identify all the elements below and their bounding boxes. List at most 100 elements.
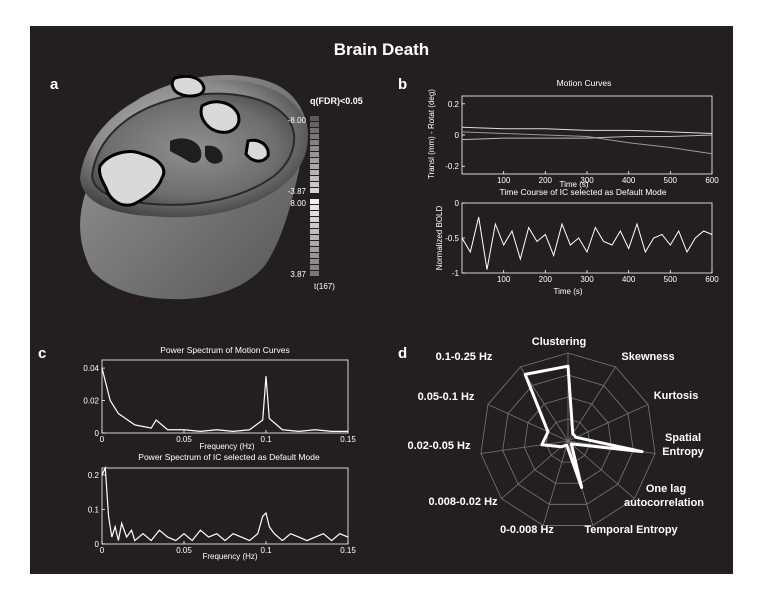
- radar-label-clustering: Clustering: [532, 336, 586, 348]
- x-tick-label: 0: [100, 546, 105, 555]
- y-tick-label: 0.04: [83, 364, 99, 373]
- colorbar-swatch: [310, 247, 319, 252]
- colorbar-swatch: [310, 235, 319, 240]
- colorbar-swatch: [310, 158, 319, 163]
- bold-timecourse-title: Time Course of IC selected as Default Mo…: [500, 187, 667, 197]
- colorbar-swatch: [310, 140, 319, 145]
- radar-label-autocorr-1: One lag: [646, 483, 686, 495]
- colorbar-label-pos-thresh: 3.87: [290, 270, 306, 279]
- bold-timecourse-xlabel: Time (s): [553, 287, 582, 296]
- y-tick-label: -0.5: [445, 234, 459, 243]
- radar-label-002-005: 0.02-0.05 Hz: [408, 440, 471, 452]
- ic-spectrum-title: Power Spectrum of IC selected as Default…: [138, 452, 320, 462]
- colorbar: q(FDR)<0.05 -8.00 -3.87 8.00 3.87 t(167): [288, 96, 363, 291]
- colorbar-swatch: [310, 217, 319, 222]
- x-tick-label: 0.1: [260, 435, 272, 444]
- x-tick-label: 0.15: [340, 435, 356, 444]
- panel-d-label: d: [398, 345, 408, 362]
- series-line: [101, 465, 349, 542]
- radar-chart: Clustering Skewness Kurtosis Spatial Ent…: [408, 336, 705, 536]
- x-tick-label: 0.05: [176, 435, 192, 444]
- radar-label-0008-002: 0.008-0.02 Hz: [428, 496, 498, 508]
- x-tick-label: 200: [539, 275, 553, 284]
- colorbar-swatch: [310, 211, 319, 216]
- y-tick-label: 0.02: [83, 397, 99, 406]
- colorbar-swatch: [310, 205, 319, 210]
- bold-timecourse-ylabel: Normalized BOLD: [435, 206, 444, 271]
- figure-canvas: q(FDR)<0.05 -8.00 -3.87 8.00 3.87 t(167)…: [80, 74, 719, 561]
- figure-panel: Brain Death a b c d: [30, 26, 733, 574]
- radar-spoke: [501, 440, 569, 499]
- radar-spoke: [567, 404, 649, 442]
- colorbar-swatch: [310, 271, 319, 276]
- x-tick-label: 600: [705, 176, 719, 185]
- colorbar-swatch: [310, 170, 319, 175]
- panel-b-label: b: [398, 76, 408, 93]
- radar-label-temporal-entropy: Temporal Entropy: [584, 524, 678, 536]
- activation-cluster: [170, 74, 206, 98]
- x-tick-label: 0.1: [260, 546, 272, 555]
- x-tick-label: 200: [539, 176, 553, 185]
- radar-label-005-01: 0.05-0.1 Hz: [418, 391, 475, 403]
- y-tick-label: 0: [455, 131, 460, 140]
- radar-label-spatial-entropy-1: Spatial: [665, 432, 701, 444]
- colorbar-swatch: [310, 116, 319, 121]
- series-line: [461, 216, 713, 270]
- radar-spoke: [567, 366, 616, 442]
- y-tick-label: 0.1: [88, 505, 100, 514]
- ventricle: [205, 145, 223, 164]
- colorbar-swatch: [310, 253, 319, 258]
- colorbar-swatch: [310, 134, 319, 139]
- radar-label-spatial-entropy-2: Entropy: [662, 446, 704, 458]
- series-line: [101, 367, 348, 432]
- radar-label-skewness: Skewness: [621, 351, 674, 363]
- colorbar-swatch: [310, 229, 319, 234]
- colorbar-swatch: [310, 265, 319, 270]
- colorbar-swatch: [310, 176, 319, 181]
- panel-c-label: c: [38, 345, 47, 362]
- plot-frame: [101, 467, 349, 545]
- motion-spectrum-xlabel: Frequency (Hz): [199, 442, 254, 451]
- x-tick-label: 0: [100, 435, 105, 444]
- radar-spoke: [567, 440, 635, 499]
- ic-spectrum-chart: Power Spectrum of IC selected as Default…: [88, 452, 356, 561]
- colorbar-swatch: [310, 164, 319, 169]
- series-line: [461, 134, 713, 141]
- colorbar-label-pos-max: 8.00: [290, 199, 306, 208]
- x-tick-label: 400: [622, 176, 636, 185]
- plot-frame: [461, 95, 713, 175]
- activation-cluster: [244, 138, 270, 163]
- x-tick-label: 100: [497, 275, 511, 284]
- x-tick-label: 600: [705, 275, 719, 284]
- brain-image: [80, 74, 308, 300]
- radar-grid-ring: [502, 374, 634, 505]
- colorbar-swatch: [310, 122, 319, 127]
- radar-label-autocorr-2: autocorrelation: [624, 497, 704, 509]
- ventricle: [170, 138, 202, 163]
- colorbar-label-neg-max: -8.00: [288, 116, 307, 125]
- y-tick-label: 0: [95, 540, 100, 549]
- colorbar-unit: t(167): [314, 282, 335, 291]
- x-tick-label: 500: [664, 176, 678, 185]
- x-tick-label: 500: [664, 275, 678, 284]
- colorbar-label-neg-thresh: -3.87: [288, 187, 307, 196]
- colorbar-swatch: [310, 199, 319, 204]
- motion-curves-chart: Motion Curves Transl (mm) - Rotat (deg) …: [427, 78, 719, 189]
- radar-spoke: [542, 440, 569, 526]
- colorbar-swatches: [310, 116, 319, 276]
- x-tick-label: 0.05: [176, 546, 192, 555]
- x-tick-label: 0.15: [340, 546, 356, 555]
- x-tick-label: 400: [622, 275, 636, 284]
- colorbar-swatch: [310, 223, 319, 228]
- figure-title: Brain Death: [333, 40, 430, 59]
- motion-curves-xlabel: Time (s): [559, 180, 588, 189]
- colorbar-swatch: [310, 182, 319, 187]
- x-tick-label: 300: [580, 275, 594, 284]
- series-line: [461, 131, 713, 155]
- colorbar-swatch: [310, 259, 319, 264]
